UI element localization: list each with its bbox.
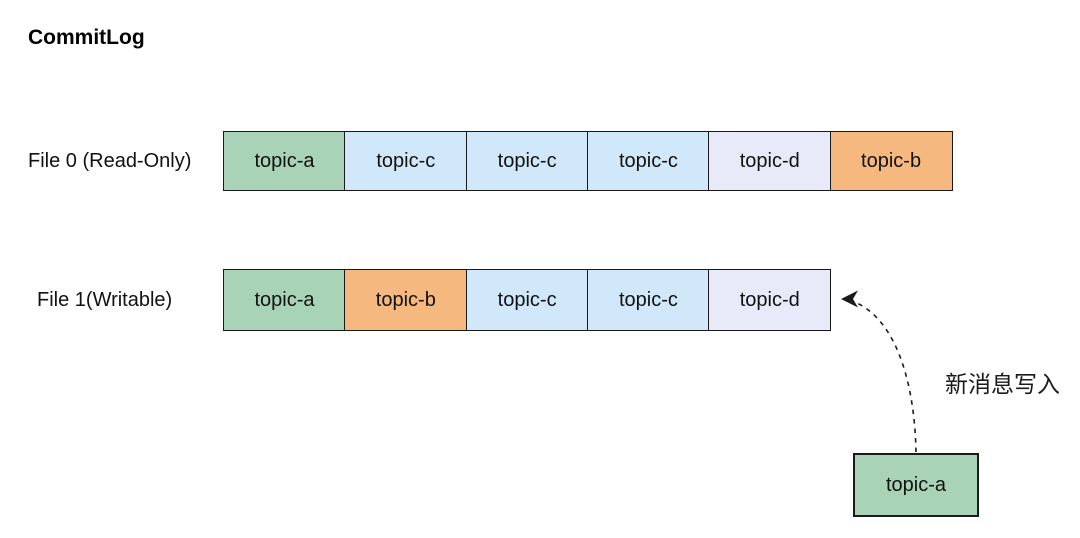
dashed-curve	[849, 299, 917, 453]
segment-topic-b: topic-b	[344, 269, 468, 331]
file1-label: File 1(Writable)	[37, 289, 173, 311]
segment-topic-a: topic-a	[223, 269, 346, 331]
segment-topic-c: topic-c	[465, 131, 589, 191]
diagram-title: CommitLog	[28, 26, 145, 49]
arrowhead-icon	[841, 290, 858, 308]
segment-topic-b: topic-b	[829, 131, 953, 191]
segment-topic-c: topic-c	[586, 131, 710, 191]
new-message-annotation: 新消息写入	[945, 371, 1060, 397]
segment-topic-d: topic-d	[708, 131, 832, 191]
file0-label: File 0 (Read-Only)	[28, 150, 192, 172]
segment-topic-a: topic-a	[223, 131, 346, 191]
segment-topic-d: topic-d	[708, 269, 832, 331]
new-message-box-label: topic-a	[885, 473, 947, 496]
segment-topic-c: topic-c	[465, 269, 589, 331]
segment-topic-c: topic-c	[344, 131, 468, 191]
segment-topic-c: topic-c	[586, 269, 710, 331]
new-message-box: topic-a	[853, 453, 979, 517]
